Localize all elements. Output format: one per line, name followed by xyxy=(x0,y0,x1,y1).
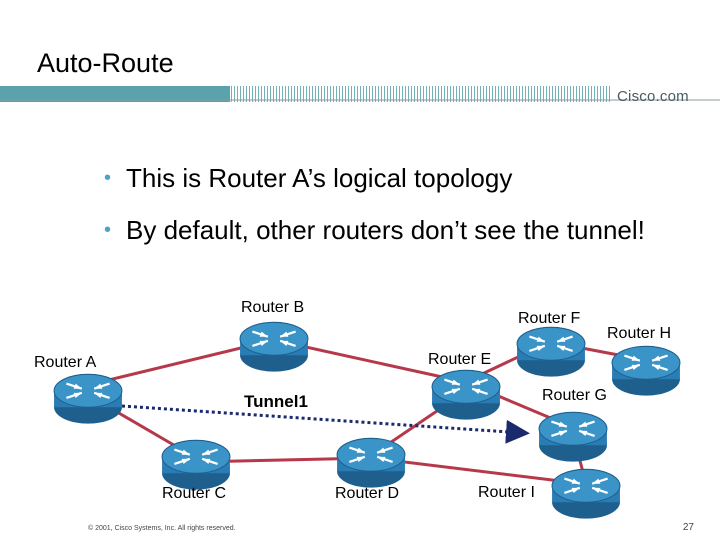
bullet-text: This is Router A’s logical topology xyxy=(126,163,513,193)
slide-title: Auto-Route xyxy=(37,48,174,78)
router-e-label: Router E xyxy=(428,351,491,368)
router-i-icon xyxy=(550,468,622,520)
bullet-item: • This is Router A’s logical topology xyxy=(104,163,704,193)
bullet-item: • By default, other routers don’t see th… xyxy=(104,215,704,245)
router-d-label: Router D xyxy=(335,485,399,502)
router-b-icon xyxy=(238,321,310,373)
bullet-dot-icon: • xyxy=(104,167,112,189)
router-a-icon xyxy=(52,373,124,425)
router-h-icon xyxy=(610,345,682,397)
router-b-label: Router B xyxy=(241,299,304,316)
router-c-label: Router C xyxy=(162,485,226,502)
header-band xyxy=(0,86,720,102)
copyright-footer: © 2001, Cisco Systems, Inc. All rights r… xyxy=(88,525,236,532)
bullet-dot-icon: • xyxy=(104,219,112,241)
router-e-icon xyxy=(430,369,502,421)
router-a-label: Router A xyxy=(34,354,97,371)
bullet-text: By default, other routers don’t see the … xyxy=(126,215,645,245)
router-g-icon xyxy=(537,411,609,463)
router-f-icon xyxy=(515,326,587,378)
router-d-icon xyxy=(335,437,407,489)
tunnel-arrow xyxy=(121,404,530,444)
bullet-list: • This is Router A’s logical topology • … xyxy=(104,163,704,267)
router-c-icon xyxy=(160,439,232,491)
router-g-label: Router G xyxy=(542,387,607,404)
router-h-label: Router H xyxy=(607,325,671,342)
link-d-i xyxy=(371,456,586,486)
router-i-label: Router I xyxy=(478,484,535,501)
router-f-label: Router F xyxy=(518,310,580,327)
tunnel-label: Tunnel1 xyxy=(244,392,308,411)
page-number: 27 xyxy=(682,522,694,533)
cisco-brand-logo: Cisco.com xyxy=(617,88,689,105)
